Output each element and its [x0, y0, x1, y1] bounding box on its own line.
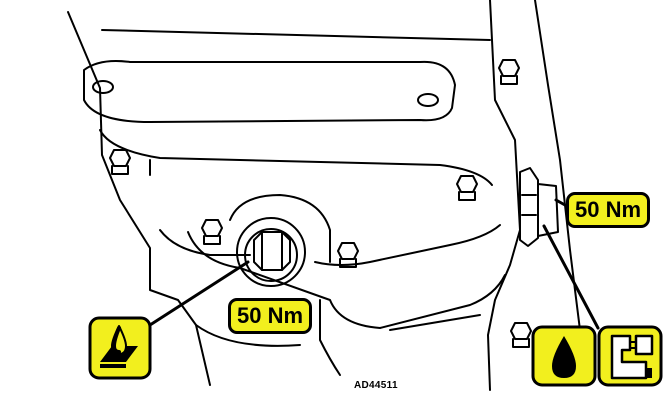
leader-lines [148, 198, 600, 330]
bolt [337, 242, 359, 268]
lower-flange [159, 194, 506, 376]
sealant-icon [597, 325, 663, 387]
bolts [109, 59, 532, 348]
bolt [201, 219, 223, 245]
bolt [498, 59, 520, 85]
cover-plate [83, 60, 493, 186]
bolt [109, 149, 131, 175]
fluid-drop-icon [531, 325, 597, 387]
side-plug [519, 167, 559, 247]
figure-reference: AD44511 [354, 380, 398, 391]
fluid-level-check-icon [88, 316, 152, 380]
housing-outline [67, 0, 581, 391]
bolt [456, 175, 478, 201]
torque-callout-bottom: 50 Nm [228, 298, 313, 334]
bolt [510, 322, 532, 348]
torque-callout-right: 50 Nm [566, 192, 651, 228]
drain-plug [236, 217, 306, 287]
